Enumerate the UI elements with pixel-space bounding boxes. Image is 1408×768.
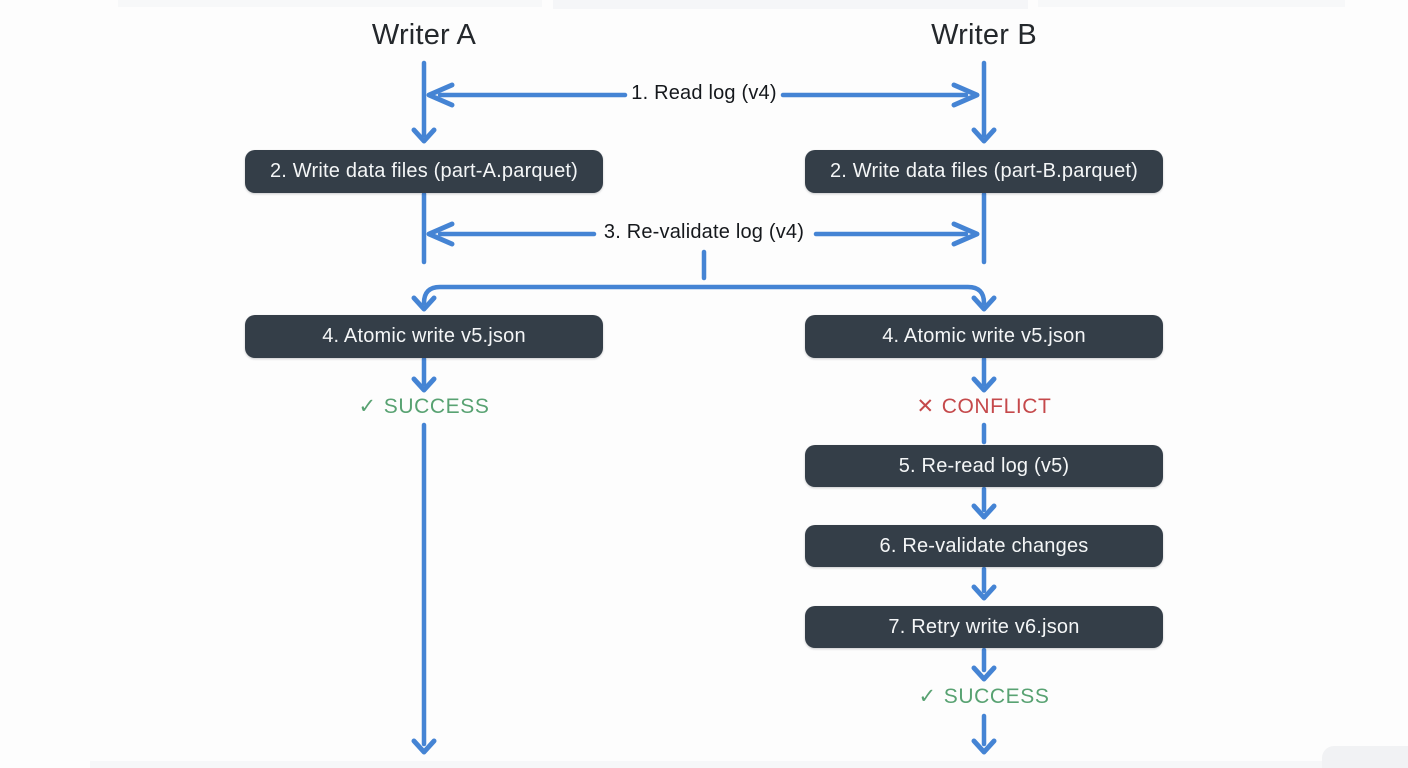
writer-b-title: Writer B	[931, 19, 1037, 51]
step3-revalidate-log-label: 3. Re-validate log (v4)	[603, 221, 805, 243]
status-conflict-b: ✕ CONFLICT	[864, 394, 1104, 419]
arrow-box7-success	[971, 647, 997, 682]
box-write-data-a: 2. Write data files (part-A.parquet)	[245, 150, 603, 193]
edge-artifact-top	[118, 0, 542, 7]
box-revalidate-changes: 6. Re-validate changes	[805, 525, 1163, 567]
arrow-box4a-down	[411, 356, 437, 393]
arrow-success-b-down	[971, 713, 997, 755]
writer-a-title: Writer A	[371, 19, 477, 51]
check-icon: ✓	[918, 685, 937, 708]
arrow-box4b-down	[971, 356, 997, 393]
status-success-b-label: SUCCESS	[943, 684, 1050, 708]
arrow-read-log	[426, 82, 980, 108]
status-success-b: ✓ SUCCESS	[864, 684, 1104, 709]
status-success-a: ✓ SUCCESS	[304, 394, 544, 419]
edge-artifact-top	[553, 0, 1028, 9]
box-atomic-write-b: 4. Atomic write v5.json	[805, 315, 1163, 358]
status-success-a-label: SUCCESS	[383, 394, 490, 418]
branch-connector	[411, 249, 997, 312]
edge-artifact-bottom	[90, 761, 1330, 768]
arrow-writer-b-down	[971, 60, 997, 144]
step1-read-log-label: 1. Read log (v4)	[631, 82, 777, 104]
box-atomic-write-a: 4. Atomic write v5.json	[245, 315, 603, 358]
edge-artifact-bottom-right	[1322, 746, 1408, 768]
box-write-data-b: 2. Write data files (part-B.parquet)	[805, 150, 1163, 193]
box-reread-log: 5. Re-read log (v5)	[805, 445, 1163, 487]
arrow-writer-a-down	[411, 60, 437, 144]
arrow-success-a-down	[411, 422, 437, 755]
box-retry-write: 7. Retry write v6.json	[805, 606, 1163, 648]
status-conflict-b-label: CONFLICT	[941, 394, 1052, 418]
arrow-box6-box7	[971, 566, 997, 601]
arrow-revalidate-log	[426, 221, 980, 247]
check-icon: ✓	[358, 395, 377, 418]
cross-icon: ✕	[916, 395, 935, 418]
edge-artifact-top	[1038, 0, 1345, 7]
arrow-box5-box6	[971, 486, 997, 520]
